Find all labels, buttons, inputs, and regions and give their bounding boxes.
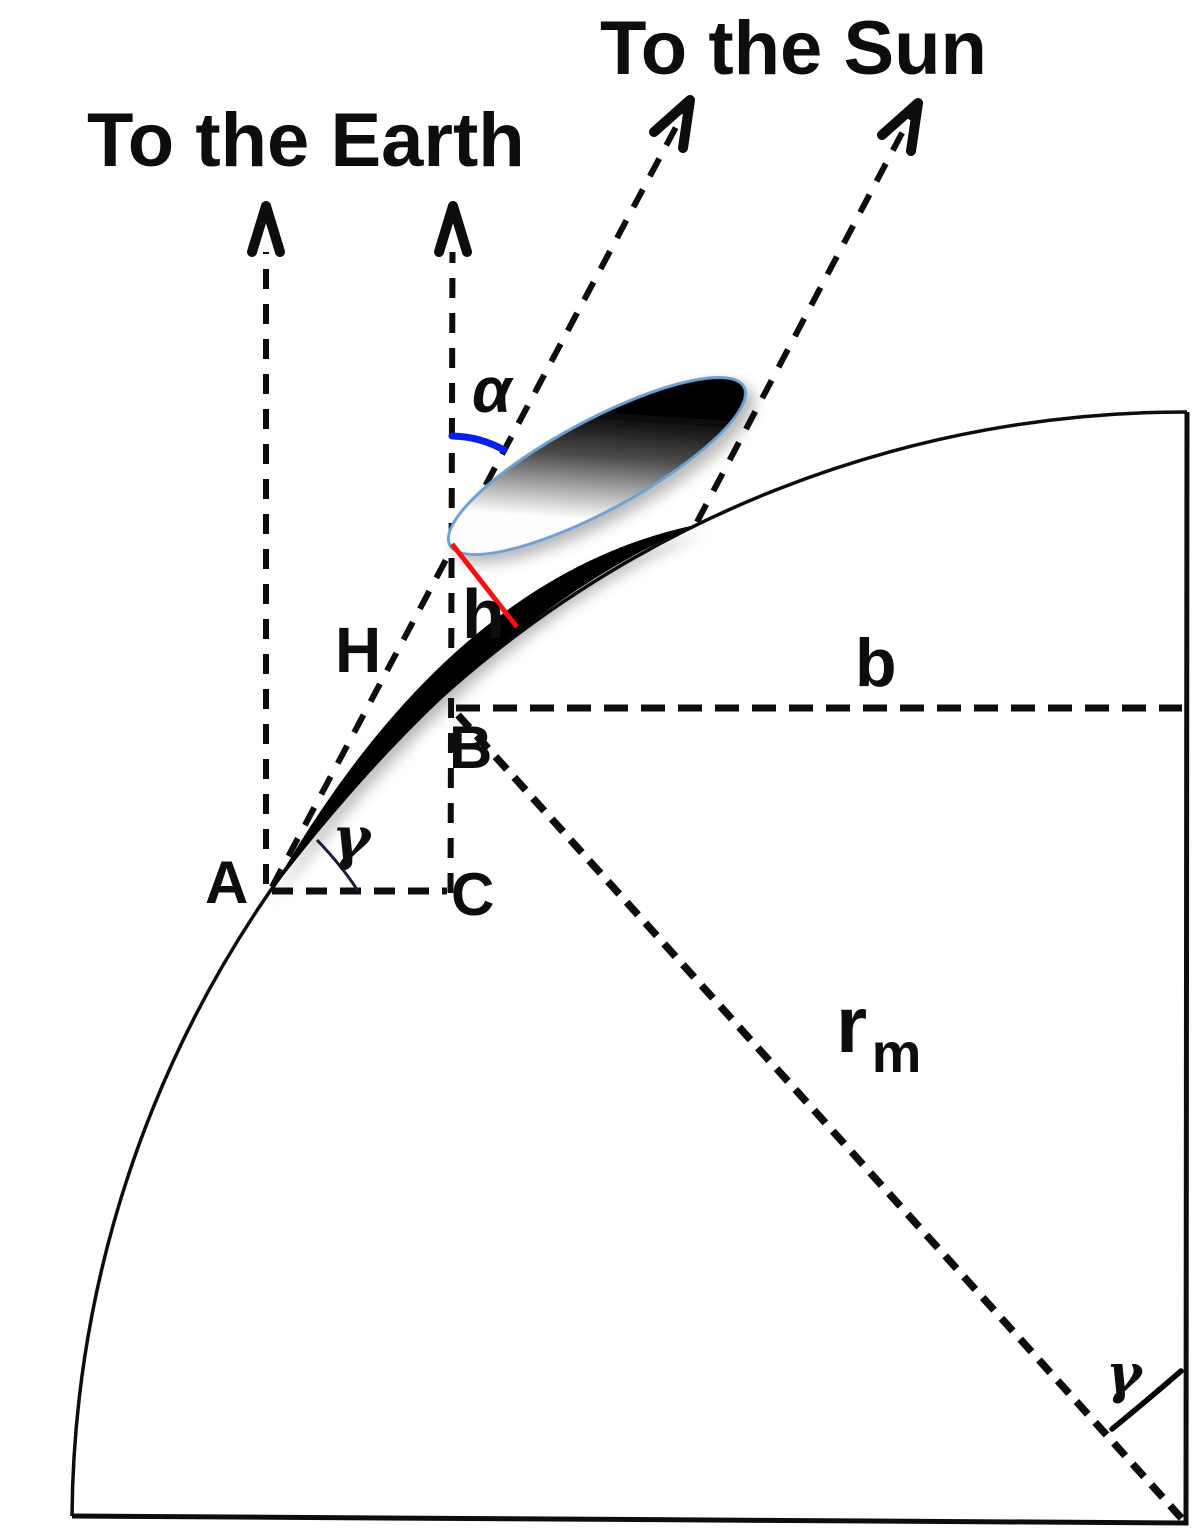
label-b-baseline: b xyxy=(855,625,897,701)
label-to-the-earth: To the Earth xyxy=(87,98,525,183)
dust-cloud-ellipse xyxy=(446,375,748,557)
label-point-a: A xyxy=(205,849,248,916)
earth-arrowhead-left-icon xyxy=(247,201,285,257)
label-gamma-surface: γ xyxy=(332,804,373,872)
dust-cloud-ellipse-shape xyxy=(446,375,748,557)
gamma-angle-arc-center xyxy=(1109,1368,1184,1432)
moon-surface-arc xyxy=(70,410,1188,1517)
label-point-b: B xyxy=(449,714,492,781)
label-to-the-sun: To the Sun xyxy=(600,6,987,91)
earth-arrowhead-right-icon xyxy=(434,201,472,257)
label-gamma-center: γ xyxy=(1106,1341,1144,1405)
moon-radius-line xyxy=(455,712,1187,1524)
label-r: r xyxy=(836,980,867,1069)
label-point-c: C xyxy=(451,861,494,928)
label-moon-radius: r m xyxy=(836,980,921,1084)
sun-arrowhead-left-icon xyxy=(649,95,695,153)
label-h: h xyxy=(462,575,505,653)
earth-sightline-from-c xyxy=(447,251,456,894)
label-capital-h: H xyxy=(335,614,381,686)
label-r-subscript-m: m xyxy=(872,1021,922,1084)
moon-body-border xyxy=(71,411,1190,1526)
height-h-line xyxy=(450,542,519,629)
label-alpha: α xyxy=(472,354,514,426)
sun-arrowhead-right-icon xyxy=(877,98,923,156)
alpha-angle-arc xyxy=(448,432,508,454)
sun-sightline-from-b xyxy=(694,112,915,524)
gamma-angle-arc-surface xyxy=(315,838,360,892)
